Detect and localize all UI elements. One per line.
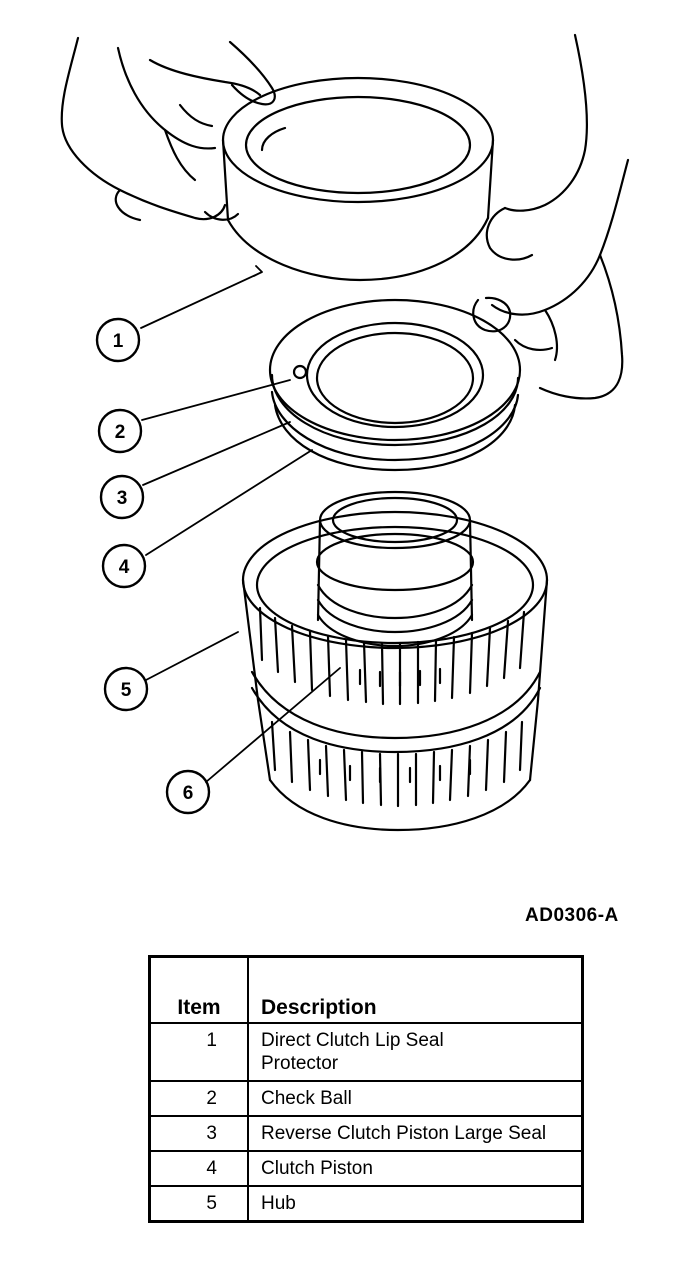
table-row: 4 Clutch Piston (148, 1150, 584, 1187)
item-description: Direct Clutch Lip Seal Protector (247, 1022, 584, 1082)
callout-label-6: 6 (183, 783, 194, 804)
table-row: 1 Direct Clutch Lip Seal Protector (148, 1022, 584, 1082)
callout-label-4: 4 (119, 557, 130, 578)
description-column-header: Description (247, 955, 584, 1024)
item-description: Clutch Piston (247, 1150, 584, 1187)
exploded-view-illustration: 1 2 3 4 5 6 (60, 33, 630, 832)
legend-header-row: Item Description (148, 955, 584, 1024)
item-number: 1 (148, 1022, 249, 1082)
item-column-header: Item (148, 955, 249, 1024)
hub-drum-illustration (241, 490, 549, 832)
item-description: Reverse Clutch Piston Large Seal (247, 1115, 584, 1152)
callout-circles (95, 317, 211, 815)
item-description: Hub (247, 1185, 584, 1223)
parts-legend-table: Item Description 1 Direct Clutch Lip Sea… (148, 955, 584, 1223)
callout-label-5: 5 (121, 680, 132, 701)
leader-lines (140, 265, 341, 783)
callout-label-2: 2 (115, 422, 126, 443)
figure-reference-code: AD0306-A (525, 905, 619, 926)
item-number: 3 (148, 1115, 249, 1152)
left-hand-illustration (60, 36, 276, 222)
callout-label-3: 3 (117, 488, 128, 509)
item-number: 5 (148, 1185, 249, 1223)
check-ball-illustration (292, 364, 308, 380)
item-description: Check Ball (247, 1080, 584, 1117)
seal-protector-ring-illustration (221, 76, 495, 282)
callout-label-1: 1 (113, 331, 124, 352)
item-number: 4 (148, 1150, 249, 1187)
table-row: 5 Hub (148, 1185, 584, 1223)
table-row: 2 Check Ball (148, 1080, 584, 1117)
right-hand-illustration (472, 33, 630, 400)
item-number: 2 (148, 1080, 249, 1117)
clutch-piston-illustration (268, 298, 522, 472)
table-row: 3 Reverse Clutch Piston Large Seal (148, 1115, 584, 1152)
